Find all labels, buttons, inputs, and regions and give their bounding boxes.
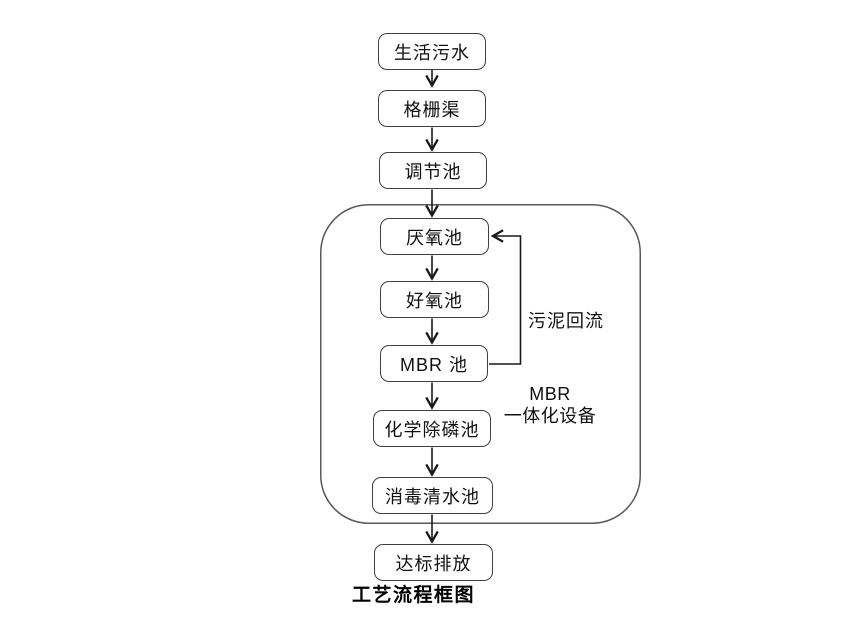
node-mbr-tank: MBR 池 (380, 345, 488, 382)
mbr-unit-label: MBR 一体化设备 (500, 383, 600, 427)
sludge-return-label: 污泥回流 (528, 311, 604, 331)
diagram-caption: 工艺流程框图 (352, 585, 476, 606)
node-aerobic-tank: 好氧池 (380, 281, 489, 318)
node-grid-channel: 格栅渠 (378, 90, 486, 127)
node-domestic-sewage: 生活污水 (378, 33, 486, 70)
node-phosphorus-removal: 化学除磷池 (373, 410, 491, 447)
node-regulating-tank: 调节池 (379, 152, 487, 189)
node-disinfection-tank: 消毒清水池 (372, 477, 493, 514)
mbr-unit-label-line2: 一体化设备 (503, 406, 597, 426)
edge-sludge-return (489, 229, 522, 365)
mbr-unit-container (320, 204, 641, 524)
node-anaerobic-tank: 厌氧池 (380, 218, 489, 255)
mbr-unit-label-line1: MBR (529, 384, 571, 404)
node-standard-discharge: 达标排放 (374, 544, 493, 581)
